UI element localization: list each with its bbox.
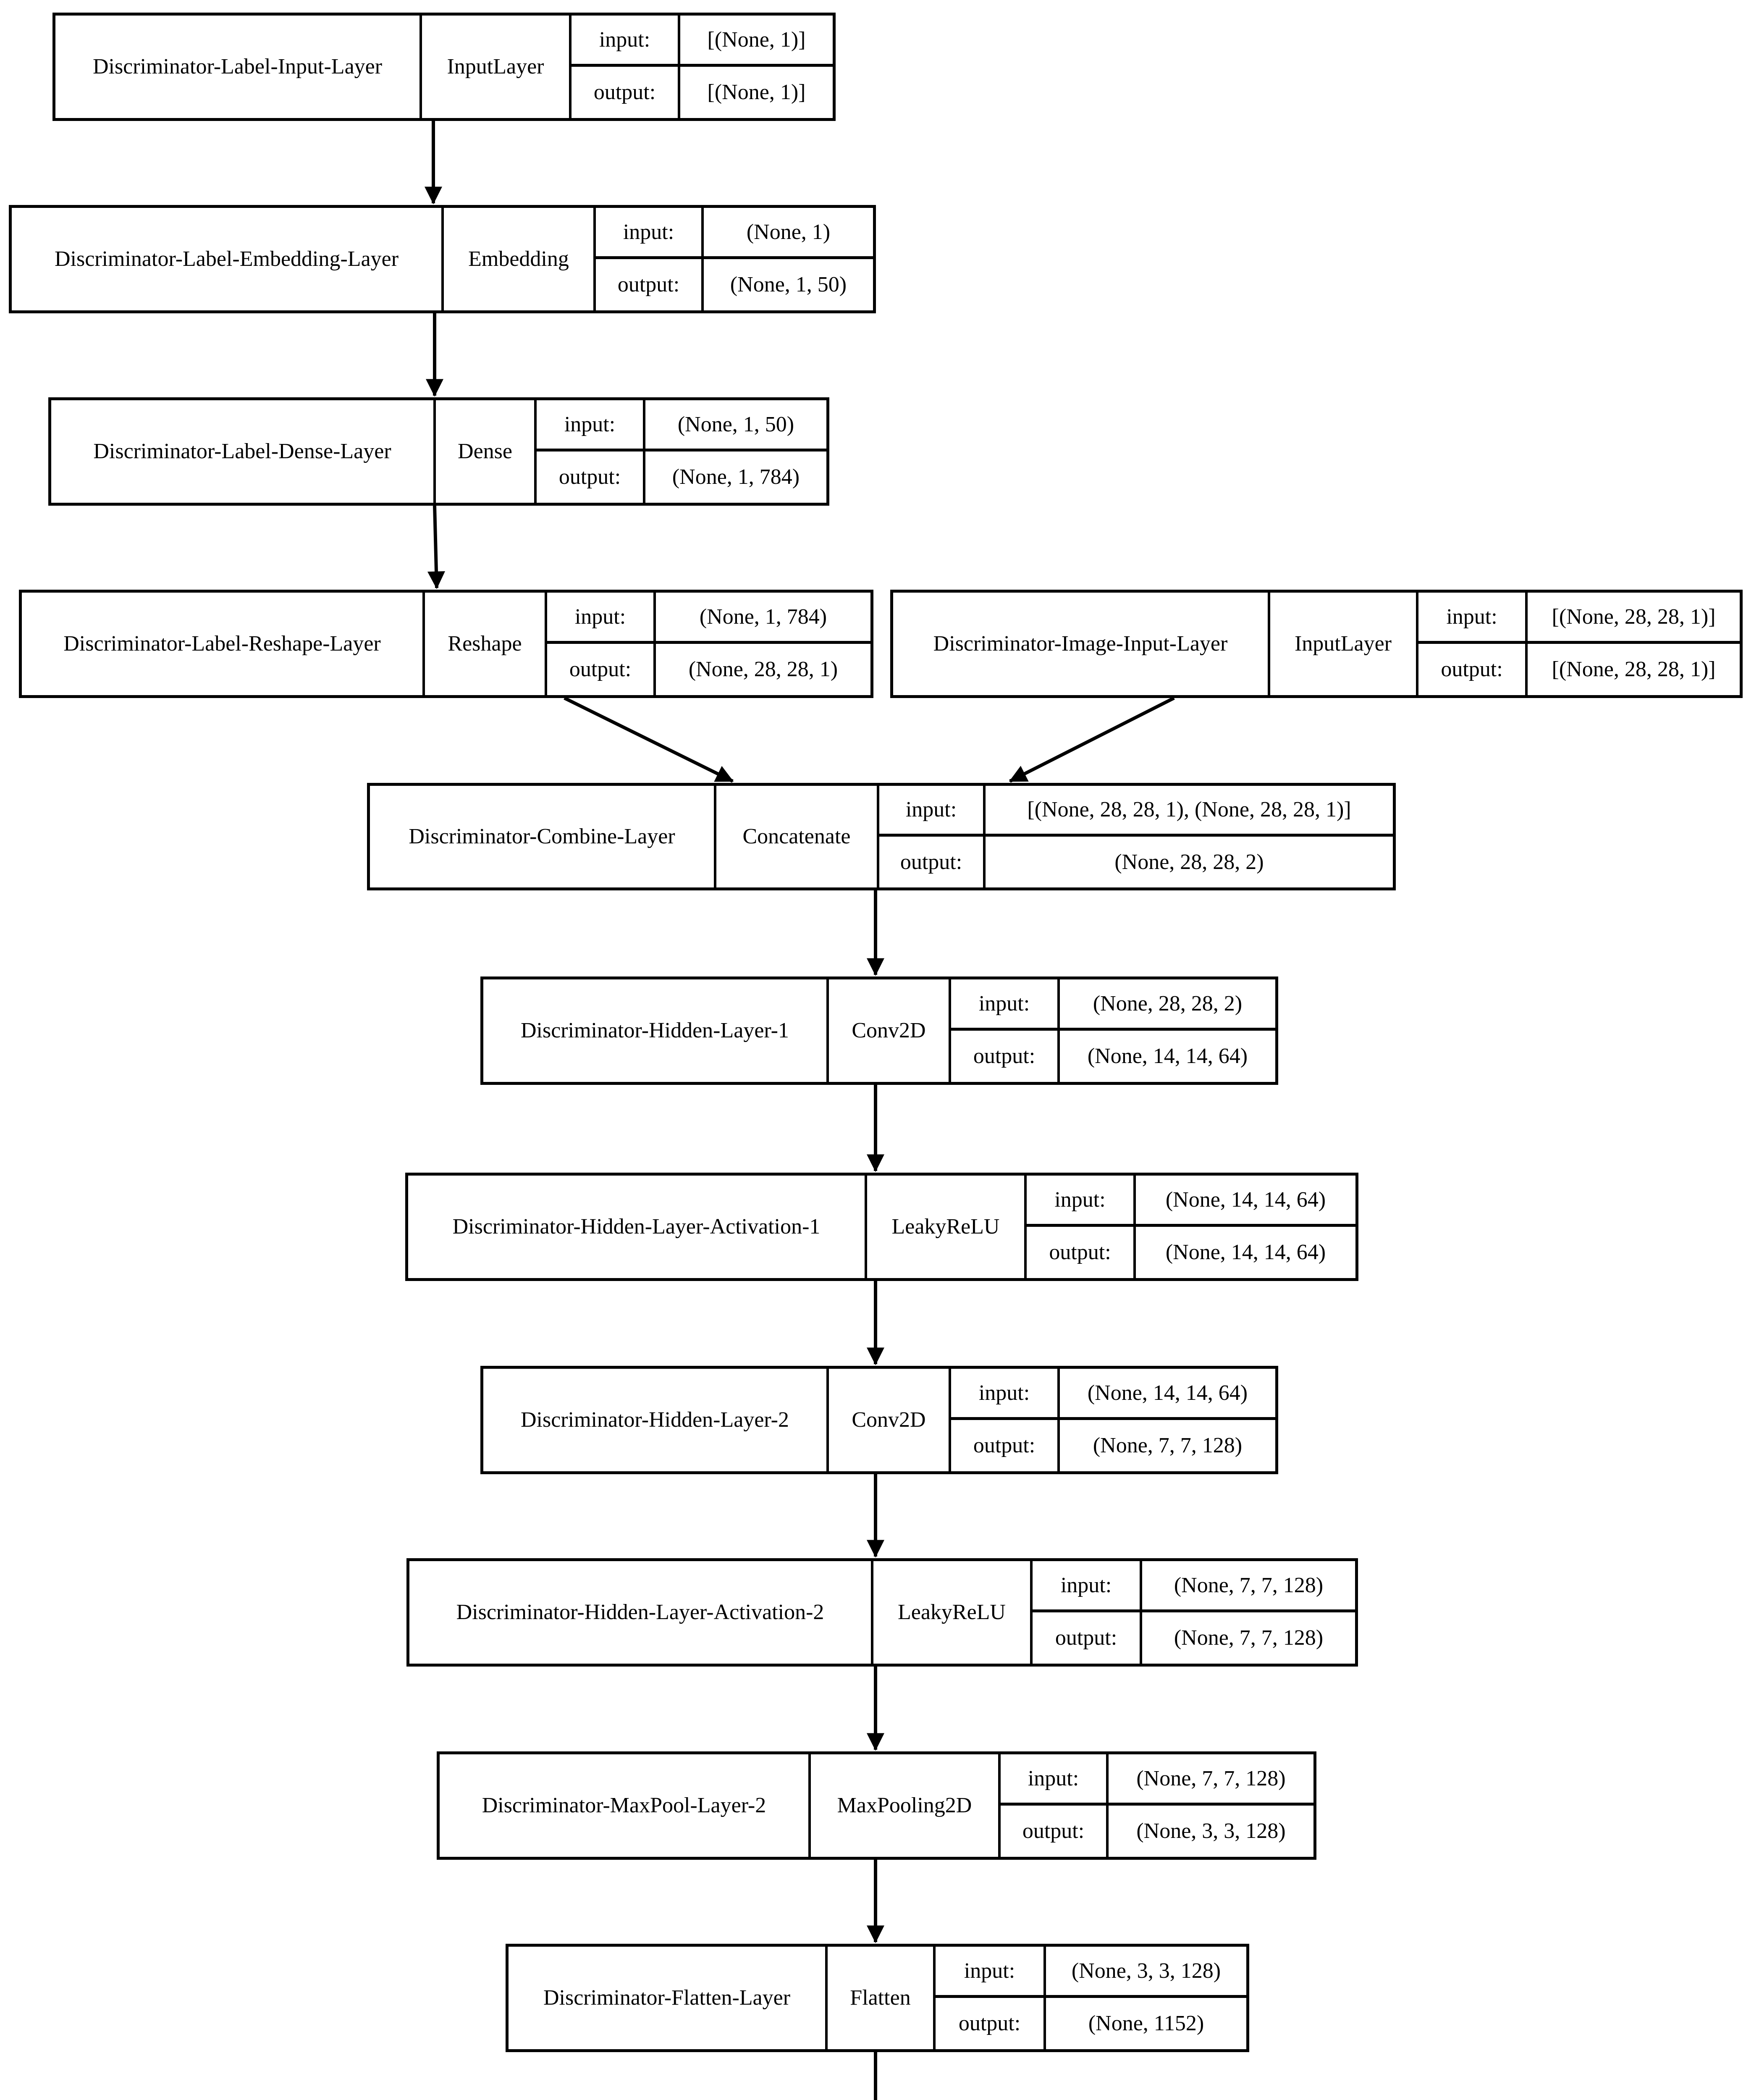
input-label: input: [936, 1947, 1046, 1998]
input-label: input: [596, 208, 704, 259]
node-discriminator-label-input-layer: Discriminator-Label-Input-Layer InputLay… [52, 13, 836, 121]
input-shape: (None, 14, 14, 64) [1136, 1176, 1355, 1227]
output-shape: [(None, 1)] [707, 80, 806, 104]
input-shape: (None, 1) [704, 208, 873, 259]
input-label: input: [1001, 1754, 1109, 1806]
layer-type: LeakyReLU [873, 1561, 1033, 1664]
output-shape: [(None, 28, 28, 1)] [1552, 657, 1716, 681]
output-label: output: [1033, 1612, 1142, 1664]
layer-type: LeakyReLU [867, 1176, 1027, 1278]
node-discriminator-hidden-layer-2: Discriminator-Hidden-Layer-2 Conv2D inpu… [480, 1366, 1278, 1474]
layer-name: Discriminator-Hidden-Layer-2 [483, 1369, 829, 1471]
node-discriminator-image-input-layer: Discriminator-Image-Input-Layer InputLay… [890, 590, 1743, 698]
input-shape: (None, 28, 28, 2) [1060, 979, 1275, 1031]
layer-name: Discriminator-MaxPool-Layer-2 [440, 1754, 811, 1857]
layer-name: Discriminator-Label-Input-Layer [55, 16, 422, 118]
node-discriminator-hidden-layer-activation-2: Discriminator-Hidden-Layer-Activation-2 … [406, 1558, 1358, 1667]
input-shape: (None, 1, 784) [656, 593, 870, 644]
output-label: output: [547, 644, 656, 695]
input-label: input: [879, 786, 986, 837]
layer-name: Discriminator-Label-Reshape-Layer [22, 593, 425, 695]
output-shape: (None, 14, 14, 64) [1165, 1240, 1326, 1264]
input-label: input: [951, 1369, 1060, 1420]
output-label: output: [951, 1031, 1060, 1082]
input-label: input: [1033, 1561, 1142, 1612]
edge-image-input-to-combine [1009, 696, 1175, 783]
output-label: output: [1418, 644, 1528, 695]
input-label: input: [572, 16, 680, 67]
layer-type: Concatenate [716, 786, 879, 887]
input-label: input: [1418, 593, 1528, 644]
input-shape: [(None, 28, 28, 1), (None, 28, 28, 1)] [986, 786, 1393, 837]
node-discriminator-hidden-layer-activation-1: Discriminator-Hidden-Layer-Activation-1 … [405, 1173, 1358, 1281]
layer-name: Discriminator-Hidden-Layer-Activation-2 [409, 1561, 873, 1664]
node-discriminator-label-embedding-layer: Discriminator-Label-Embedding-Layer Embe… [9, 205, 876, 313]
output-label: output: [879, 837, 986, 887]
input-shape: (None, 3, 3, 128) [1046, 1947, 1246, 1998]
layer-name: Discriminator-Label-Dense-Layer [51, 400, 436, 503]
layer-type: Conv2D [829, 979, 951, 1082]
node-discriminator-hidden-layer-1: Discriminator-Hidden-Layer-1 Conv2D inpu… [480, 976, 1278, 1085]
input-shape: (None, 1, 50) [645, 400, 826, 452]
layer-type: Conv2D [829, 1369, 951, 1471]
layer-name: Discriminator-Label-Embedding-Layer [12, 208, 444, 310]
layer-name: Discriminator-Hidden-Layer-Activation-1 [408, 1176, 867, 1278]
input-shape: [(None, 1)] [680, 16, 833, 67]
node-discriminator-combine-layer: Discriminator-Combine-Layer Concatenate … [367, 783, 1396, 890]
layer-type: MaxPooling2D [811, 1754, 1001, 1857]
output-label: output: [936, 1998, 1046, 2049]
layer-name: Discriminator-Image-Input-Layer [893, 593, 1270, 695]
layer-name: Discriminator-Combine-Layer [370, 786, 716, 887]
output-shape: (None, 1, 50) [730, 273, 847, 297]
layer-type: Dense [436, 400, 537, 503]
input-label: input: [537, 400, 645, 452]
output-shape: (None, 14, 14, 64) [1087, 1044, 1248, 1068]
input-label: input: [951, 979, 1060, 1031]
node-discriminator-maxpool-layer-2: Discriminator-MaxPool-Layer-2 MaxPooling… [437, 1751, 1316, 1860]
output-label: output: [596, 259, 704, 310]
layer-name: Discriminator-Hidden-Layer-1 [483, 979, 829, 1082]
output-label: output: [537, 452, 645, 503]
input-label: input: [1027, 1176, 1136, 1227]
output-shape: (None, 28, 28, 1) [688, 657, 838, 681]
layer-name: Discriminator-Flatten-Layer [509, 1947, 828, 2049]
node-discriminator-flatten-layer: Discriminator-Flatten-Layer Flatten inpu… [506, 1944, 1249, 2052]
output-label: output: [951, 1420, 1060, 1471]
layer-type: InputLayer [1270, 593, 1418, 695]
node-discriminator-label-dense-layer: Discriminator-Label-Dense-Layer Dense in… [48, 397, 829, 506]
edge-reshape-to-combine [564, 696, 734, 783]
layer-type: Flatten [828, 1947, 936, 2049]
input-shape: (None, 7, 7, 128) [1109, 1754, 1313, 1806]
layer-type: Reshape [425, 593, 547, 695]
input-shape: [(None, 28, 28, 1)] [1528, 593, 1740, 644]
output-shape: (None, 1152) [1088, 2011, 1204, 2035]
output-label: output: [1001, 1806, 1109, 1857]
output-shape: (None, 1, 784) [672, 465, 800, 489]
layer-type: Embedding [444, 208, 596, 310]
output-shape: (None, 28, 28, 2) [1114, 850, 1264, 874]
edge-label-dense-to-reshape [427, 505, 445, 589]
node-discriminator-label-reshape-layer: Discriminator-Label-Reshape-Layer Reshap… [19, 590, 873, 698]
output-shape: (None, 7, 7, 128) [1174, 1626, 1324, 1650]
output-label: output: [1027, 1227, 1136, 1278]
input-label: input: [547, 593, 656, 644]
output-label: output: [572, 67, 680, 118]
output-shape: (None, 7, 7, 128) [1093, 1433, 1243, 1457]
layer-type: InputLayer [422, 16, 572, 118]
input-shape: (None, 14, 14, 64) [1060, 1369, 1275, 1420]
output-shape: (None, 3, 3, 128) [1136, 1819, 1286, 1843]
input-shape: (None, 7, 7, 128) [1142, 1561, 1355, 1612]
